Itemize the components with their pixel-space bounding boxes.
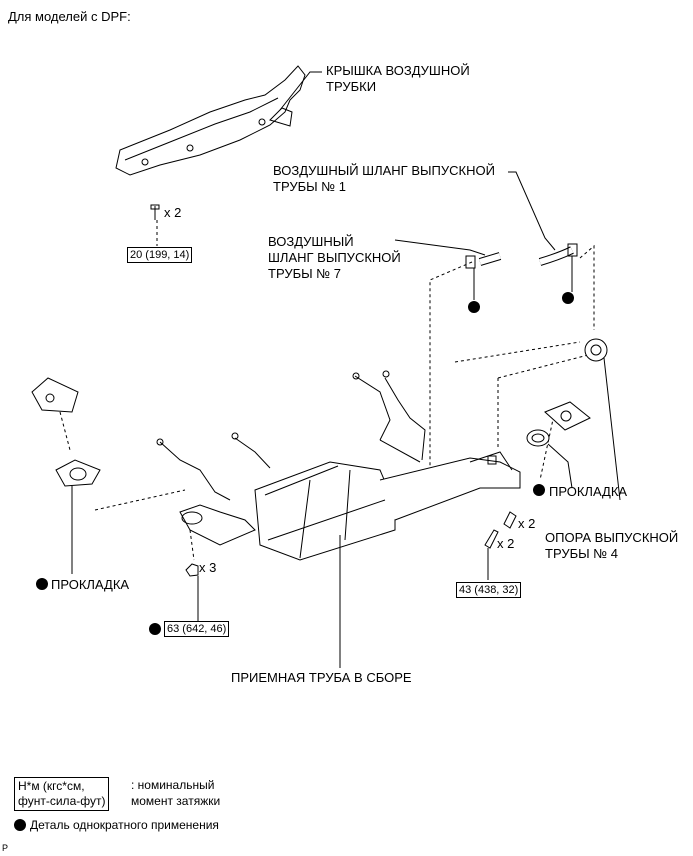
page-header: Для моделей с DPF: bbox=[8, 9, 131, 24]
label-support-4: ОПОРА ВЫПУСКНОЙ ТРУБЫ № 4 bbox=[545, 530, 679, 561]
torque-front: 63 (642, 46) bbox=[164, 621, 230, 637]
legend-non-reusable-dot bbox=[14, 819, 26, 831]
label-front-pipe: ПРИЕМНАЯ ТРУБА В СБОРЕ bbox=[231, 670, 412, 685]
qty-cover-bolts: x 2 bbox=[164, 205, 182, 220]
non-reusable-dot-hose1 bbox=[562, 292, 574, 304]
legend-torque-desc: : номинальный момент затяжки bbox=[131, 778, 221, 808]
footer-mark: P bbox=[2, 843, 9, 853]
label-air-hose-1: ВОЗДУШНЫЙ ШЛАНГ ВЫПУСКНОЙ ТРУБЫ № 1 bbox=[273, 163, 495, 194]
non-reusable-dot-gasket-right bbox=[533, 484, 545, 496]
front-pipe-assembly-part bbox=[156, 370, 521, 561]
torque-rear: 43 (438, 32) bbox=[456, 582, 522, 598]
non-reusable-dot-gasket-left bbox=[36, 578, 48, 590]
non-reusable-dot-front-nut bbox=[149, 623, 161, 635]
air-tube-cover-part bbox=[115, 65, 306, 176]
torque-cover: 20 (199, 14) bbox=[127, 247, 193, 263]
qty-nuts: x 3 bbox=[199, 560, 217, 575]
label-air-tube-cover: КРЫШКА ВОЗДУШНОЙ ТРУБКИ bbox=[326, 63, 470, 94]
label-air-hose-7: ВОЗДУШНЫЙ ШЛАНГ ВЫПУСКНОЙ ТРУБЫ № 7 bbox=[268, 234, 401, 281]
legend-torque-units: Н*м (кгс*см, фунт-сила-фут) bbox=[14, 777, 110, 811]
legend-non-reusable-text: Деталь однократного применения bbox=[30, 818, 219, 832]
qty-spring: x 2 bbox=[518, 516, 536, 531]
qty-bolts-right: x 2 bbox=[497, 536, 515, 551]
label-gasket-left: ПРОКЛАДКА bbox=[51, 577, 130, 592]
label-gasket-right: ПРОКЛАДКА bbox=[549, 484, 628, 499]
non-reusable-dot-hose7 bbox=[468, 301, 480, 313]
